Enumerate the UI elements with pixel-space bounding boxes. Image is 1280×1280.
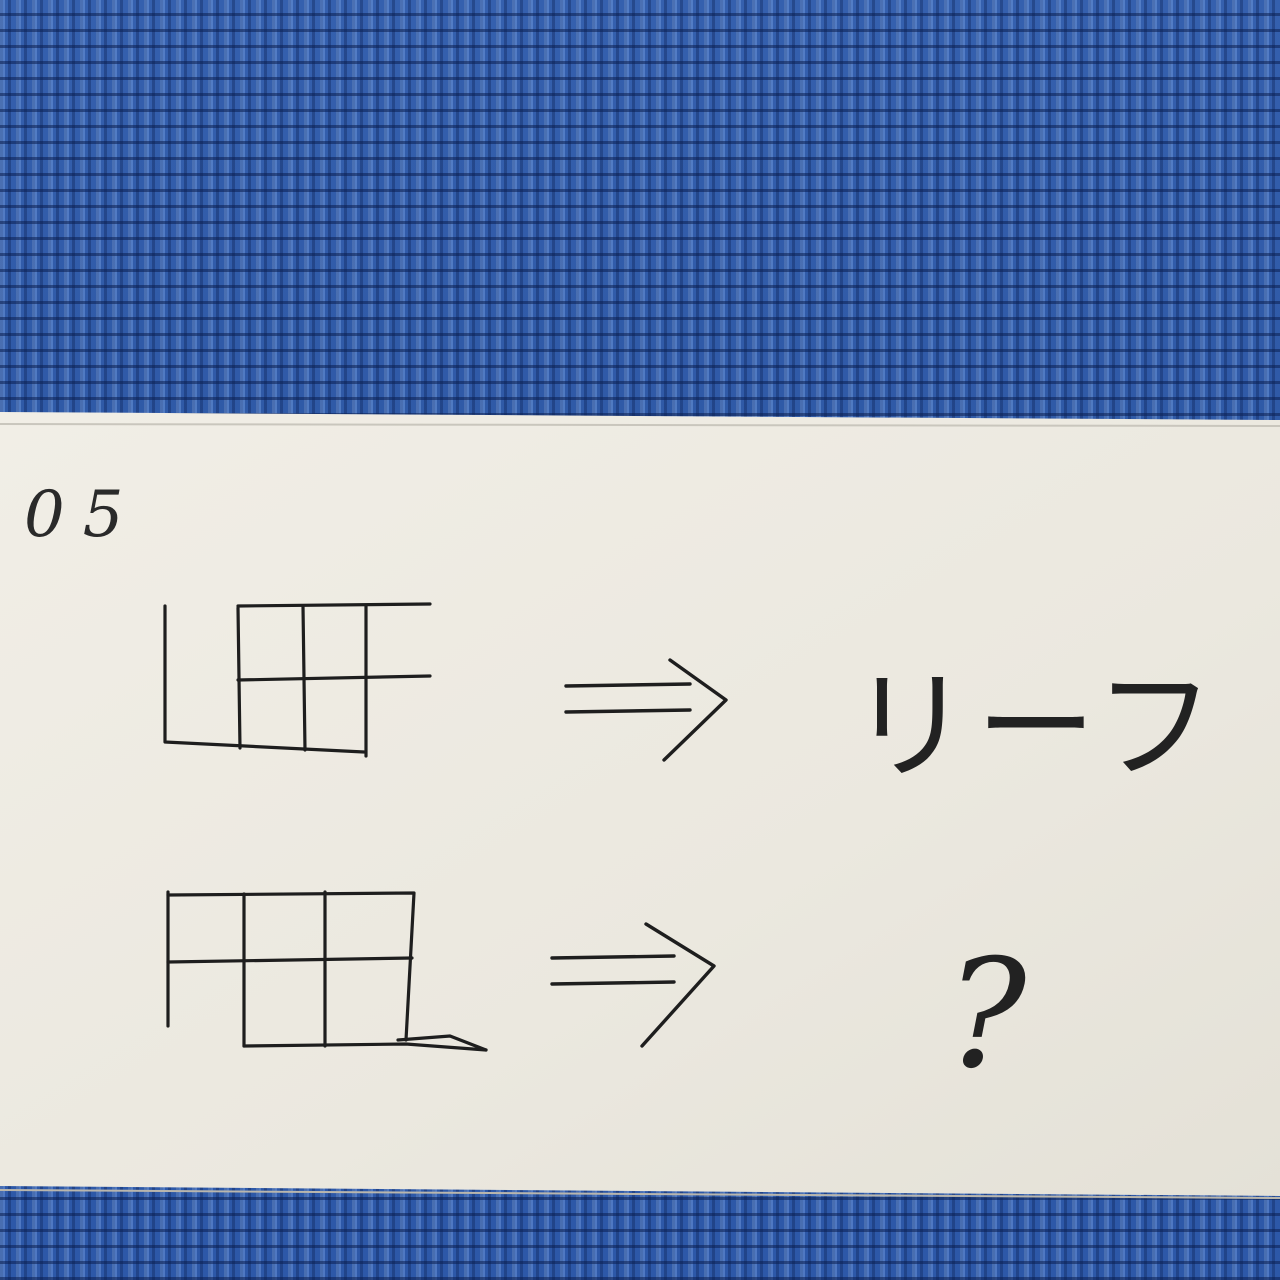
note-label-text: 05 — [24, 478, 141, 552]
row2-answer-text: ? — [946, 928, 1028, 1102]
row1-double-arrow-icon — [564, 658, 728, 762]
row1-answer-text: リーフ — [850, 658, 1221, 797]
note-label: 05 — [24, 478, 141, 552]
row2-grid-glyph-icon — [166, 890, 488, 1052]
row2-answer: ? — [946, 928, 1028, 1102]
row2-double-arrow-icon — [550, 922, 716, 1048]
row1-grid-glyph-icon — [163, 602, 432, 758]
row1-answer: リーフ — [850, 658, 1221, 797]
paper-slip — [0, 412, 1280, 1199]
